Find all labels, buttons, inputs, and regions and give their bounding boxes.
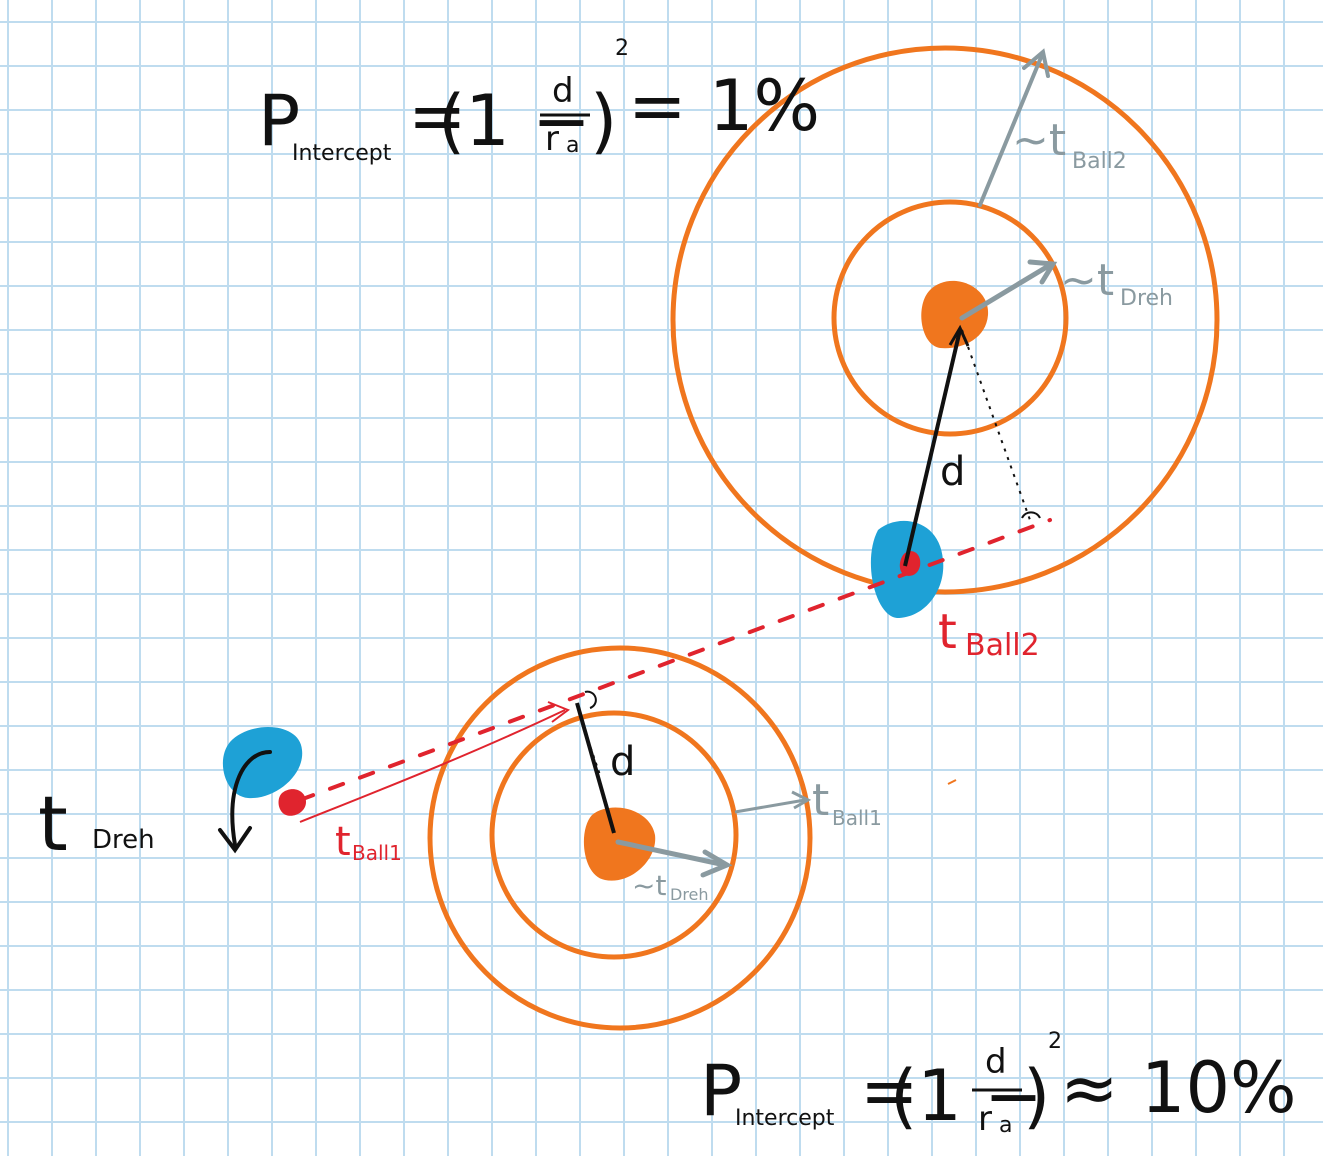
label-t-ball1-grey: t: [812, 775, 829, 826]
label-t-ball2-grey: ~t: [1012, 115, 1066, 166]
upper-inner-circle: [831, 199, 1069, 437]
upper-grey-dreh-arrowhead: [1027, 259, 1058, 285]
lower-d-line: [575, 702, 616, 834]
lower-red-dot: [278, 789, 306, 816]
label-t-dreh-upper: ~t: [1060, 255, 1114, 306]
formula-top-den-sub: a: [566, 133, 579, 158]
lower-right-angle: [584, 690, 597, 709]
formula-bottom-result: ≈ 10%: [1060, 1047, 1297, 1129]
formula-bottom-den-sub: a: [999, 1113, 1012, 1138]
formula-top: P Intercept = (1 − d r a ) 2 = 1%: [258, 36, 820, 166]
formula-top-sub: Intercept: [292, 141, 392, 166]
formula-top-num: d: [552, 71, 574, 111]
label-t-dreh-sub: Dreh: [92, 825, 155, 855]
lower-grey-ball1-arrowhead: [791, 790, 812, 810]
ball1-red-arrow: [299, 709, 566, 823]
formula-bottom-sub: Intercept: [735, 1106, 835, 1131]
upper-dotted-perp: [961, 329, 1031, 521]
ball1-red-arrowhead: [547, 701, 571, 723]
label-t-ball1-grey-sub: Ball1: [832, 806, 882, 830]
formula-top-den: r: [545, 119, 559, 159]
upper-orange-dot: [921, 280, 989, 349]
lower-grey-ball1-arrow: [734, 798, 806, 814]
label-t-dreh: t: [38, 779, 68, 868]
stray-orange-mark: [947, 779, 957, 785]
label-t-ball2-red: t: [938, 604, 957, 660]
formula-bottom-num: d: [985, 1042, 1007, 1082]
lower-inner-circle: [489, 710, 739, 960]
rotation-arrowhead: [218, 826, 252, 854]
formula-bottom-den: r: [978, 1099, 992, 1139]
upper-d-line: [903, 329, 962, 567]
formula-bottom-exp: 2: [1048, 1029, 1062, 1054]
label-t-ball1-red-sub: Ball1: [352, 841, 402, 865]
label-d-upper: d: [940, 449, 965, 495]
upper-red-dot: [899, 551, 921, 576]
lower-blue-blob: [222, 727, 303, 799]
label-t-dreh-upper-sub: Dreh: [1120, 286, 1173, 311]
lower-outer-circle: [427, 645, 813, 1031]
formula-top-p: P: [258, 80, 300, 162]
formula-top-close: ): [590, 80, 617, 162]
upper-outer-circle: [670, 45, 1220, 595]
formula-bottom-open: (1 −: [890, 1055, 1043, 1137]
label-t-ball2-red-sub: Ball2: [965, 628, 1040, 663]
rotation-arrow: [230, 750, 272, 847]
formula-bottom-p: P: [700, 1050, 742, 1132]
label-t-ball1-red: t: [335, 819, 351, 865]
lower-grey-dreh-arrowhead: [700, 849, 733, 878]
label-t-dreh-small-sub: Dreh: [670, 885, 709, 904]
formula-bottom: P Intercept = (1 − d r a ) 2 ≈ 10%: [700, 1029, 1297, 1139]
formula-bottom-eq: =: [860, 1050, 919, 1132]
formula-top-exp: 2: [615, 36, 629, 61]
label-d-lower: d: [610, 739, 635, 785]
formula-top-eq: =: [408, 75, 467, 157]
upper-right-angle: [1021, 511, 1041, 519]
upper-grey-ball2-arrow: [978, 53, 1044, 207]
formula-bottom-close: ): [1023, 1055, 1050, 1137]
upper-grey-ball2-arrowhead: [1022, 48, 1050, 78]
ball-trajectory-dashed: [298, 518, 1052, 802]
formula-top-open: (1 −: [438, 80, 591, 162]
formula-top-result: = 1%: [628, 65, 820, 147]
upper-grey-dreh-arrow: [959, 262, 1053, 321]
lower-grey-dreh-arrow: [615, 839, 728, 868]
lower-dotted-perp: [587, 739, 601, 776]
label-t-dreh-small: ~t: [632, 869, 666, 902]
label-t-ball2-grey-sub: Ball2: [1072, 149, 1127, 174]
